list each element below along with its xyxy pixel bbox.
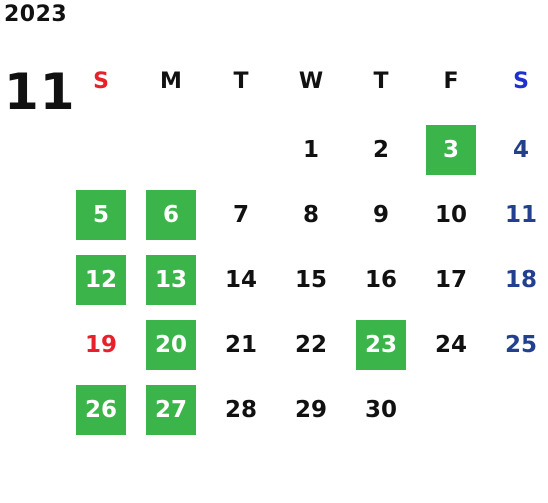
weekday-label: T [373, 69, 389, 94]
day-cell[interactable]: 7 [232, 202, 249, 228]
month-number: 11 [4, 63, 76, 121]
highlighted-day-cell[interactable]: 12 [76, 255, 126, 305]
weekday-label: F [443, 69, 459, 94]
day-cell[interactable]: 14 [224, 267, 257, 293]
day-cell[interactable]: 18 [504, 267, 537, 293]
day-cell[interactable]: 28 [224, 397, 257, 423]
day-cell[interactable]: 8 [302, 202, 319, 228]
weekday-label: W [298, 69, 324, 94]
highlighted-day-cell[interactable]: 5 [76, 190, 126, 240]
weekday-label: M [160, 69, 182, 94]
day-cell[interactable]: 29 [294, 397, 327, 423]
day-cell[interactable]: 21 [224, 332, 257, 358]
day-cell[interactable]: 17 [434, 267, 467, 293]
highlighted-day-cell[interactable]: 13 [146, 255, 196, 305]
day-cell[interactable]: 19 [84, 332, 117, 358]
highlighted-day-cell[interactable]: 20 [146, 320, 196, 370]
weekday-label: T [233, 69, 249, 94]
highlighted-day-cell[interactable]: 26 [76, 385, 126, 435]
day-cell[interactable]: 24 [434, 332, 467, 358]
year-label: 2023 [4, 2, 68, 27]
day-cell[interactable]: 16 [364, 267, 397, 293]
weekday-label: S [93, 69, 109, 94]
weekday-label: S [513, 69, 529, 94]
day-cell[interactable]: 25 [504, 332, 537, 358]
day-cell[interactable]: 15 [294, 267, 327, 293]
day-cell[interactable]: 11 [504, 202, 537, 228]
day-cell[interactable]: 30 [364, 397, 397, 423]
day-cell[interactable]: 2 [372, 137, 389, 163]
highlighted-day-cell[interactable]: 27 [146, 385, 196, 435]
day-cell[interactable]: 4 [512, 137, 529, 163]
highlighted-day-cell[interactable]: 6 [146, 190, 196, 240]
day-cell[interactable]: 22 [294, 332, 327, 358]
highlighted-day-cell[interactable]: 23 [356, 320, 406, 370]
day-cell[interactable]: 10 [434, 202, 467, 228]
day-cell[interactable]: 1 [302, 137, 319, 163]
highlighted-day-cell[interactable]: 3 [426, 125, 476, 175]
day-cell[interactable]: 9 [372, 202, 389, 228]
